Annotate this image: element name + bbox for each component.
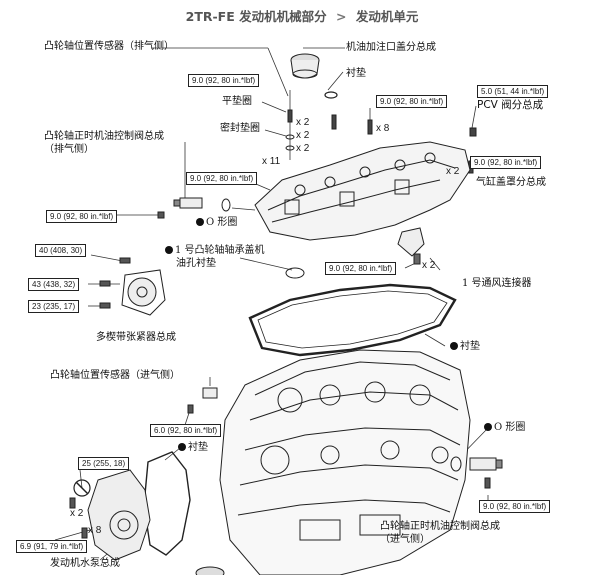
label-flat-washer: 平垫圈 [222,96,252,107]
mark-oring-1: O 形圈 [196,217,237,229]
torque-cover-mid: 9.0 (92, 80 in.*lbf) [376,95,448,108]
non-reusable-mark [178,443,186,451]
section-title: 发动机机械部分 [239,9,327,24]
label-oil-filler-cap: 机油加注口盖分总成 [346,42,436,53]
torque-ocv-bolt: 9.0 (92, 80 in.*lbf) [186,172,258,185]
qty-pump-8: x 8 [88,525,102,536]
qty-vent: x 2 [422,260,436,271]
label-tensioner: 多楔带张紧器总成 [96,332,176,343]
oil-filler-cap [290,53,338,99]
torque-ocv-left: 9.0 (92, 80 in.*lbf) [46,210,118,223]
mark-gasket-pump: 衬垫 [178,442,208,454]
mark-bearing-cap-gasket: 1 号凸轮轴轴承盖机 [165,245,265,257]
non-reusable-mark [484,423,492,431]
subsection-title: 发动机单元 [355,9,419,24]
oil-hole-gasket [285,267,305,279]
label-ocv-exhaust-1: 凸轮轴正时机油控制阀总成 [44,131,164,142]
label-bearing-cap-gasket-2: 油孔衬垫 [176,258,216,269]
qty-pump-2: x 2 [70,508,84,519]
label-gasket-top: 衬垫 [346,68,366,79]
engine-block [195,349,471,575]
label-cam-sensor-exhaust: 凸轮轴位置传感器（排气侧） [44,41,174,52]
belt-tensioner [99,257,166,316]
ocv-intake [450,456,503,489]
non-reusable-mark [196,218,204,226]
torque-tensioner-43: 43 (438, 32) [28,278,80,291]
water-pump-gasket [143,451,191,556]
breadcrumb-separator: > [336,9,347,24]
qty-pcv: x 2 [446,166,460,177]
qty-bolts-11: x 11 [262,156,281,167]
label-ocv-intake-2: （进气侧） [380,534,430,545]
cam-sensor-intake [187,387,218,414]
torque-pump-25: 25 (255, 18) [78,457,130,470]
head-cover-gasket [248,283,457,357]
non-reusable-mark [450,342,458,350]
torque-pump-69: 6.9 (91, 79 in.*lbf) [16,540,88,553]
label-cam-sensor-intake: 凸轮轴位置传感器（进气侧） [50,370,180,381]
label-vent-connector: 1 号通风连接器 [462,278,532,289]
label-head-cover: 气缸盖罩分总成 [476,177,546,188]
page-header: 2TR-FE 发动机机械部分 > 发动机单元 [0,6,604,25]
mark-oring-2: O 形圈 [484,422,525,434]
vent-connector [397,227,425,265]
qty-seal-b: x 2 [296,143,310,154]
non-reusable-mark [165,246,173,254]
torque-tensioner-23: 23 (235, 17) [28,300,80,313]
label-water-pump: 发动机水泵总成 [50,558,120,569]
label-seal-washer: 密封垫圈 [220,123,260,134]
torque-cover-right: 9.0 (92, 80 in.*lbf) [470,156,542,169]
torque-vent: 9.0 (92, 80 in.*lbf) [325,262,397,275]
leader-lines [54,47,489,561]
ocv-exhaust [157,197,231,219]
engine-code: 2TR-FE [185,9,235,24]
label-ocv-intake-1: 凸轮轴正时机油控制阀总成 [380,521,500,532]
water-pump [69,469,151,561]
torque-tensioner-40: 40 (408, 30) [35,244,87,257]
torque-ocv-intake: 9.0 (92, 80 in.*lbf) [479,500,551,513]
mark-gasket-cover: 衬垫 [450,341,480,353]
torque-sensor-intake: 6.0 (92, 80 in.*lbf) [150,424,222,437]
qty-bolts-8: x 8 [376,123,390,134]
qty-washer: x 2 [296,117,310,128]
cylinder-head-cover [254,141,471,241]
torque-pcv: 5.0 (51, 44 in.*lbf) [477,85,549,98]
torque-filler-left: 9.0 (92, 80 in.*lbf) [188,74,260,87]
label-pcv-valve: PCV 阀分总成 [477,99,544,111]
qty-seal-a: x 2 [296,130,310,141]
label-ocv-exhaust-2: （排气侧） [44,144,94,155]
